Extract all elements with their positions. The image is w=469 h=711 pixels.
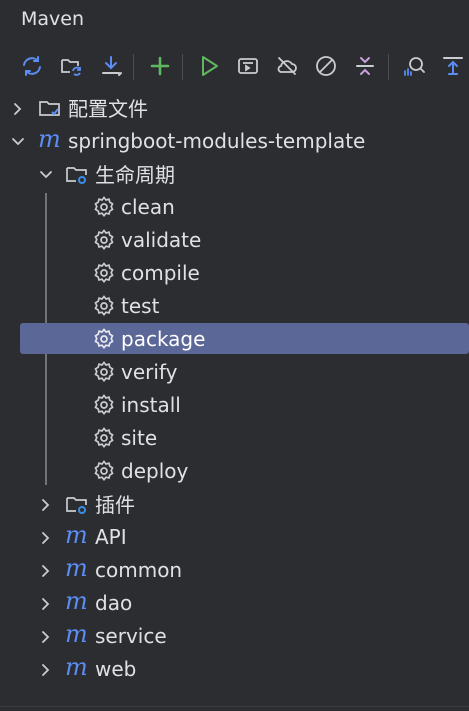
gear-icon <box>92 294 116 318</box>
phase-label: site <box>121 425 158 450</box>
chevron-down-icon[interactable] <box>39 167 53 181</box>
run-icon[interactable] <box>196 53 222 79</box>
tree-node-profiles[interactable]: 配置文件 <box>0 92 469 123</box>
chevron-right-icon[interactable] <box>39 596 53 610</box>
tree-node-label: 生命周期 <box>95 163 175 187</box>
execute-goal-icon[interactable] <box>235 53 261 79</box>
tree-node-label: 配置文件 <box>68 97 148 121</box>
phase-label: test <box>121 293 160 318</box>
tree-node-module-web[interactable]: m web <box>0 653 469 684</box>
expand-icon[interactable] <box>440 53 466 79</box>
tree-node-plugins[interactable]: 插件 <box>0 488 469 519</box>
reload-folder-icon[interactable] <box>58 53 84 79</box>
lifecycle-phase-verify[interactable]: verify <box>0 356 469 387</box>
analyze-icon[interactable] <box>401 53 427 79</box>
download-sources-icon[interactable] <box>98 53 124 79</box>
phase-label: validate <box>121 227 202 252</box>
lifecycle-phase-validate[interactable]: validate <box>0 224 469 255</box>
module-label: common <box>95 557 183 582</box>
plugins-folder-icon <box>65 492 89 516</box>
gear-icon <box>92 261 116 285</box>
lifecycle-phase-package[interactable]: package <box>0 323 469 354</box>
phase-label: package <box>121 326 206 351</box>
lifecycle-phase-test[interactable]: test <box>0 290 469 321</box>
tree-node-module-service[interactable]: m service <box>0 620 469 651</box>
module-label: dao <box>95 590 133 615</box>
chevron-down-icon[interactable] <box>11 134 25 148</box>
module-label: web <box>95 656 137 681</box>
chevron-right-icon[interactable] <box>39 530 53 544</box>
gear-icon <box>92 426 116 450</box>
tree-node-lifecycle[interactable]: 生命周期 <box>0 158 469 189</box>
panel-bottom-border <box>0 706 469 707</box>
tree-node-label: springboot-modules-template <box>68 128 366 153</box>
phase-label: install <box>121 392 181 417</box>
tree-node-module-api[interactable]: m API <box>0 521 469 552</box>
skip-tests-icon[interactable] <box>313 53 339 79</box>
maven-module-icon: m <box>65 553 88 582</box>
tool-window-header: Maven <box>0 0 469 38</box>
collapse-icon[interactable] <box>352 53 378 79</box>
chevron-right-icon[interactable] <box>39 629 53 643</box>
module-label: service <box>95 623 167 648</box>
gear-icon <box>92 228 116 252</box>
lifecycle-phase-install[interactable]: install <box>0 389 469 420</box>
maven-module-icon: m <box>65 652 88 681</box>
toolbar-separator <box>133 54 134 80</box>
phase-label: verify <box>121 359 178 384</box>
maven-module-icon: m <box>38 124 61 153</box>
tree-node-root-project[interactable]: m springboot-modules-template <box>0 125 469 156</box>
gear-icon <box>92 327 116 351</box>
chevron-right-icon[interactable] <box>11 101 25 115</box>
maven-project-tree: 配置文件 m springboot-modules-template 生命周期 <box>0 92 469 692</box>
reload-icon[interactable] <box>19 53 45 79</box>
phase-label: compile <box>121 260 200 285</box>
tool-window-title: Maven <box>21 8 85 30</box>
maven-module-icon: m <box>65 586 88 615</box>
profiles-folder-icon <box>38 96 62 120</box>
chevron-right-icon[interactable] <box>39 563 53 577</box>
gear-icon <box>92 360 116 384</box>
lifecycle-folder-icon <box>65 162 89 186</box>
lifecycle-phase-clean[interactable]: clean <box>0 191 469 222</box>
offline-mode-icon[interactable] <box>274 53 300 79</box>
toolbar-separator <box>182 54 183 80</box>
module-label: API <box>95 524 127 549</box>
phase-label: clean <box>121 194 175 219</box>
gear-icon <box>92 393 116 417</box>
chevron-right-icon[interactable] <box>39 662 53 676</box>
tree-node-module-dao[interactable]: m dao <box>0 587 469 618</box>
maven-module-icon: m <box>65 619 88 648</box>
selection-highlight <box>20 323 469 354</box>
lifecycle-phase-deploy[interactable]: deploy <box>0 455 469 486</box>
gear-icon <box>92 195 116 219</box>
maven-toolbar <box>0 44 469 88</box>
phase-label: deploy <box>121 458 189 483</box>
tree-node-label: 插件 <box>95 493 135 517</box>
chevron-right-icon[interactable] <box>39 497 53 511</box>
lifecycle-phase-compile[interactable]: compile <box>0 257 469 288</box>
gear-icon <box>92 459 116 483</box>
maven-module-icon: m <box>65 520 88 549</box>
lifecycle-phase-site[interactable]: site <box>0 422 469 453</box>
add-icon[interactable] <box>147 53 173 79</box>
tree-node-module-common[interactable]: m common <box>0 554 469 585</box>
toolbar-separator <box>388 54 389 80</box>
